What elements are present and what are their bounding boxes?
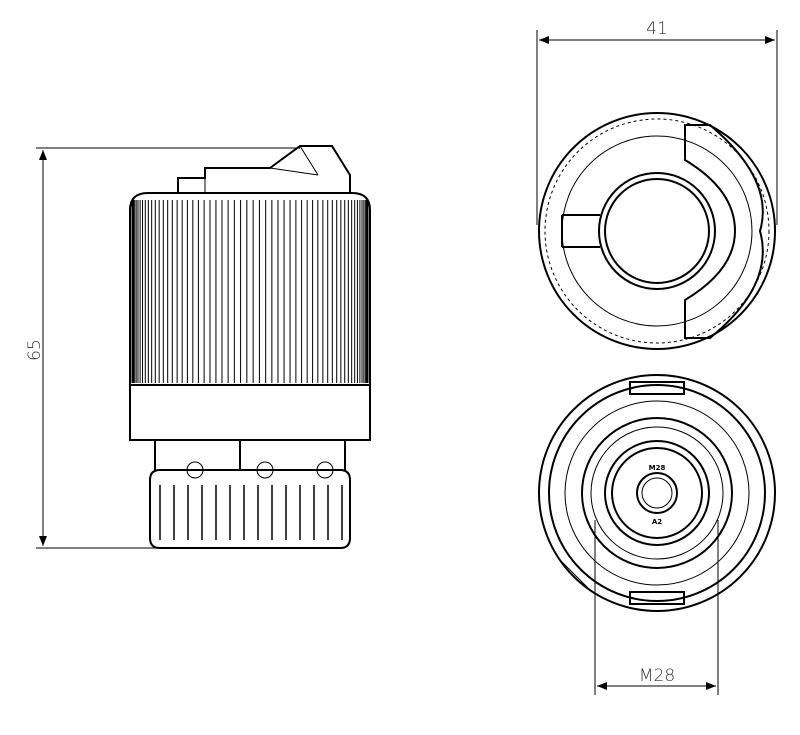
width-dimension: 41 (536, 19, 778, 225)
top-view: 41 (536, 19, 778, 350)
top-lever (177, 145, 351, 193)
thread-marking: M28 (649, 464, 666, 472)
mounting-nut (149, 469, 351, 549)
side-view: 65 (25, 145, 371, 549)
model-marking: A2 (652, 518, 662, 526)
bottom-view: M28 A2 M28 (538, 374, 776, 695)
height-dimension: 65 (25, 147, 300, 549)
cap-body (129, 192, 371, 441)
width-dimension-label: 41 (646, 19, 668, 39)
thread-dimension-label: M28 (639, 666, 675, 686)
height-dimension-label: 65 (25, 339, 45, 361)
legs (154, 440, 346, 479)
thread-dimension: M28 (594, 520, 719, 695)
